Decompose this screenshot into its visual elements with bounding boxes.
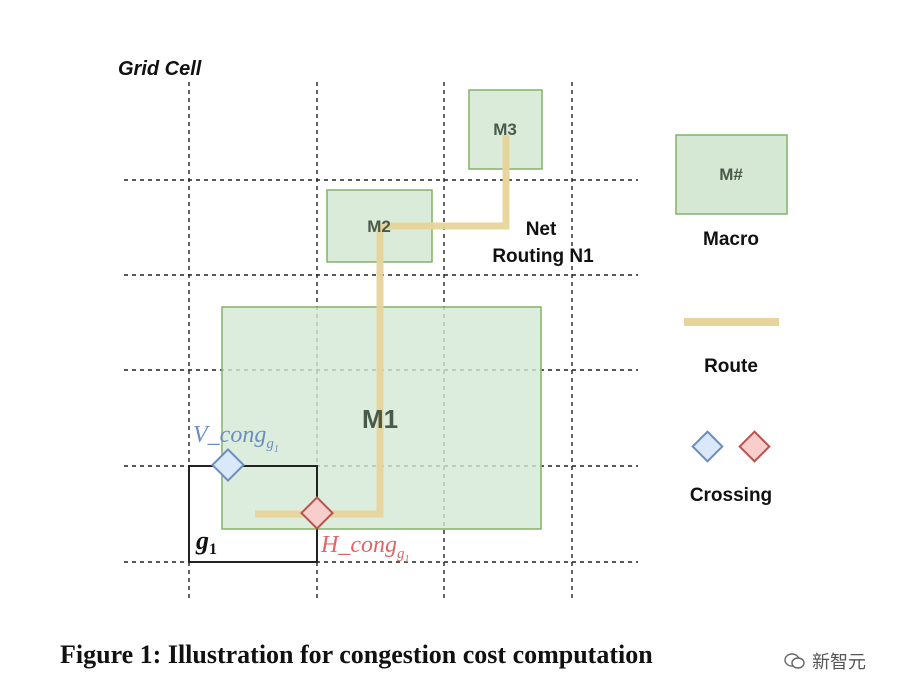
route-n1: [255, 135, 510, 518]
net-label-line2: Routing N1: [492, 246, 594, 267]
watermark-text: 新智元: [812, 652, 866, 673]
legend-route-label: Route: [704, 356, 758, 377]
m3-label: M3: [493, 120, 517, 139]
net-label-line1: Net: [526, 219, 557, 240]
legend-h-crossing-icon: [738, 430, 771, 463]
legend-v-crossing-icon: [691, 430, 724, 463]
legend-macro-box: [675, 134, 788, 215]
g1-label: g1: [195, 526, 217, 558]
legend-macro-box-label: M#: [719, 165, 743, 184]
v-crossing-diamond: [211, 448, 245, 482]
m2-label: M2: [367, 217, 391, 236]
m1-label: M1: [362, 404, 398, 434]
legend: M# Macro Route Crossing: [675, 134, 788, 506]
h-crossing-diamond: [300, 496, 334, 530]
grid-cell-label: Grid Cell: [118, 58, 202, 80]
watermark: 新智元: [780, 646, 866, 676]
wechat-icon: [784, 653, 805, 669]
v-cong-label: V_congg1: [193, 422, 279, 455]
h-cong-label: H_congg1: [320, 532, 409, 565]
legend-macro-label: Macro: [703, 229, 759, 250]
figure-caption: Figure 1: Illustration for congestion co…: [60, 640, 653, 669]
legend-crossing-label: Crossing: [690, 485, 772, 506]
